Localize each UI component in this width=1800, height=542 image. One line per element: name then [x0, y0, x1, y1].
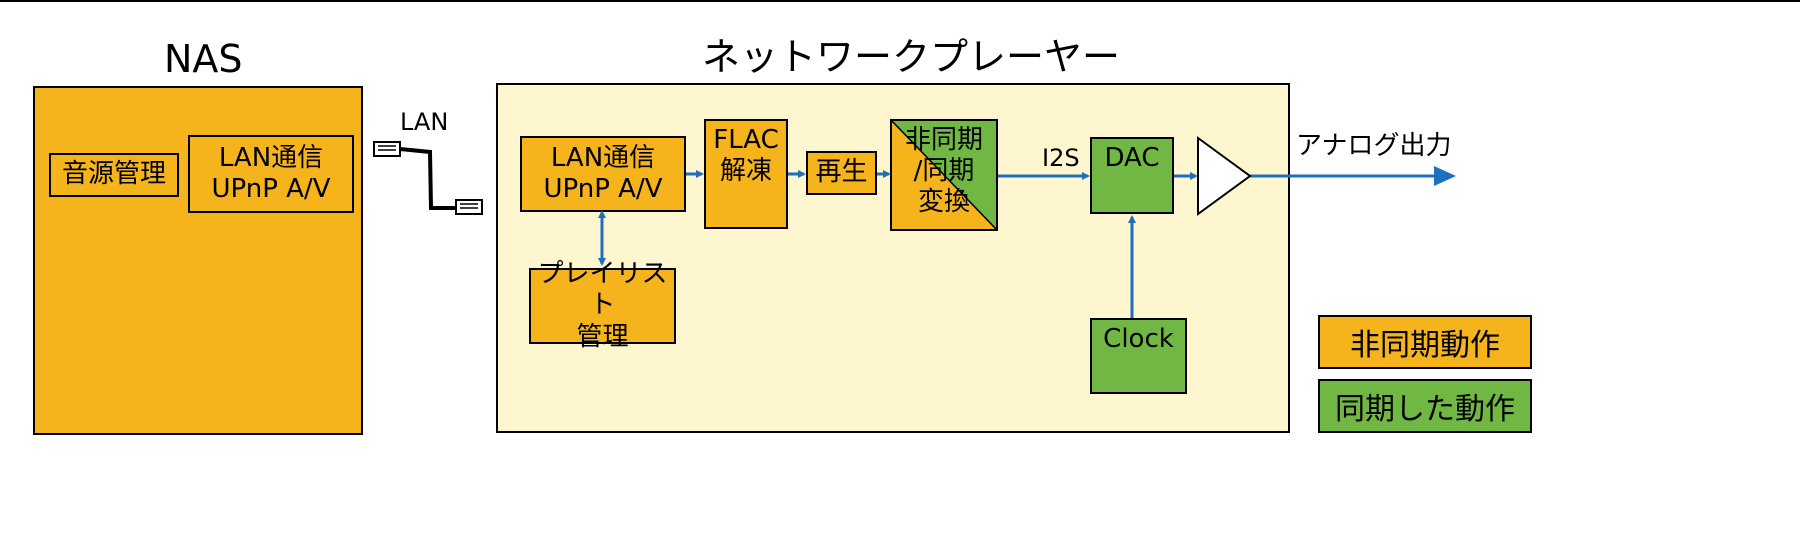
playback: 再生 — [806, 151, 877, 195]
analog-output-arrowhead — [1434, 166, 1456, 186]
analog-output-label: アナログ出力 — [1296, 131, 1452, 161]
lan-label: LAN — [400, 108, 449, 136]
ethernet-plug-left-icon — [373, 141, 401, 157]
amplifier-triangle — [1197, 136, 1252, 216]
conv-line2: /同期 — [913, 156, 975, 187]
nas-lan-line1: LAN通信 — [218, 142, 324, 173]
player-title: ネットワークプレーヤー — [702, 35, 1121, 79]
flac-line2: 解凍 — [719, 156, 772, 187]
nas-lan-line2: UPnP A/V — [211, 174, 331, 204]
converter-split-graphic — [892, 121, 996, 229]
top-rule — [0, 0, 1800, 2]
nas-title: NAS — [164, 37, 243, 81]
legend-async: 非同期動作 — [1318, 315, 1532, 369]
lan-cable — [373, 141, 483, 215]
ethernet-plug-right-icon — [455, 199, 483, 215]
dac-block: DAC — [1090, 137, 1174, 214]
player-lan-upnp: LAN通信 UPnP A/V — [520, 136, 686, 212]
nas-lan-upnp: LAN通信 UPnP A/V — [188, 135, 354, 213]
playlist-line2: 管理 — [576, 321, 629, 352]
async-sync-converter: 非同期 /同期 変換 — [890, 119, 998, 231]
conv-line1: 非同期 — [904, 125, 983, 155]
player-lan-line1: LAN通信 — [550, 142, 656, 173]
playlist-management: プレイリスト 管理 — [529, 259, 676, 352]
nas-box: 音源管理 LAN通信 UPnP A/V — [33, 86, 363, 435]
i2s-label: I2S — [1042, 144, 1080, 172]
conv-line3: 変換 — [917, 187, 970, 218]
legend-sync: 同期した動作 — [1318, 379, 1532, 433]
player-lan-line2: UPnP A/V — [543, 174, 663, 204]
flac-line1: FLAC — [713, 125, 779, 155]
nas-source-management: 音源管理 — [49, 153, 179, 197]
clock-block: Clock — [1090, 318, 1187, 394]
flac-decode: FLAC 解凍 — [704, 119, 788, 229]
